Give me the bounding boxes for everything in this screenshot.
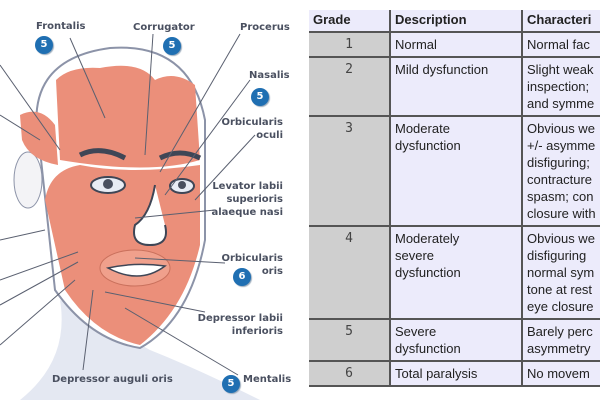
header-grade: Grade [309, 10, 390, 33]
grade-cell: 2 [309, 57, 390, 117]
table-header: Grade Description Characteri [309, 10, 600, 33]
header-description: Description [389, 10, 522, 33]
label-corrugator: Corrugator [133, 22, 195, 33]
grade-cell: 5 [309, 319, 390, 362]
label-nasalis: Nasalis [249, 70, 290, 81]
label-procerus: Procerus [240, 22, 290, 33]
badge-orbicularis-oris: 6 [233, 268, 251, 286]
facial-muscles-diagram: Frontalis 5 Corrugator 5 Procerus Nasali… [0, 0, 300, 400]
grade-cell: 1 [309, 32, 390, 58]
badge-mentalis: 5 [222, 375, 240, 393]
label-frontalis: Frontalis [36, 21, 86, 32]
description-cell: Total paralysis [389, 361, 522, 387]
header-characteristics: Characteri [521, 10, 600, 33]
label-mentalis: Mentalis [243, 374, 292, 385]
description-cell: Mild dysfunction [389, 57, 522, 117]
description-cell: Normal [389, 32, 522, 58]
characteristics-cell: No movem [521, 361, 600, 387]
face-illustration [0, 33, 260, 400]
grade-cell: 3 [309, 116, 390, 227]
label-depressor-anguli: Depressor auguli oris [52, 374, 173, 385]
badge-nasalis: 5 [251, 88, 269, 106]
badge-corrugator: 5 [163, 37, 181, 55]
characteristics-cell: Normal fac [521, 32, 600, 58]
grade-cell: 4 [309, 226, 390, 320]
badge-frontalis: 5 [35, 36, 53, 54]
grade-cell: 6 [309, 361, 390, 387]
